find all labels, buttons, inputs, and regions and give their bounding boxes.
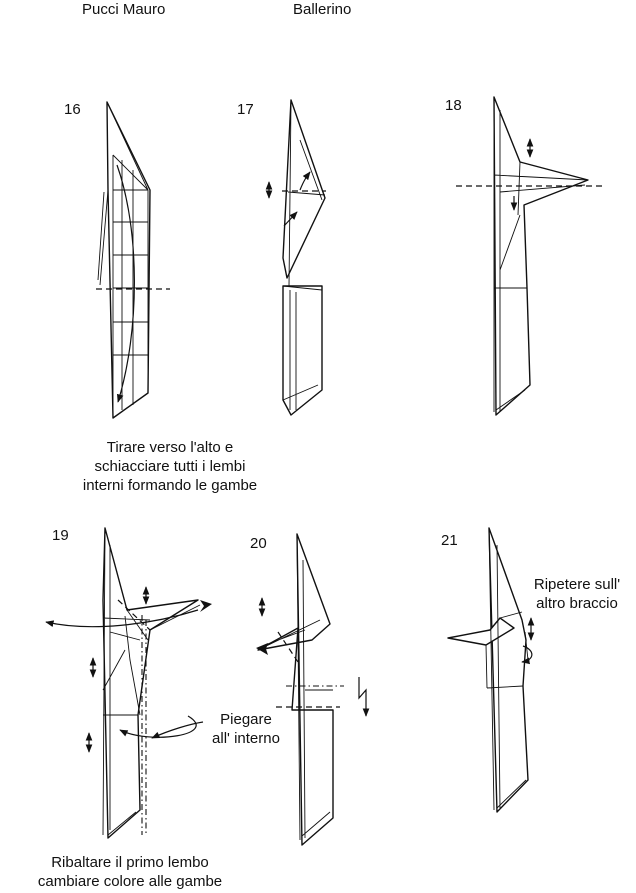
caption-piegare: Piegare all' interno [200, 710, 292, 748]
step-20-figure [256, 533, 370, 846]
model-name: Ballerino [293, 1, 352, 18]
caption-top: Tirare verso l'alto e schiacciare tutti … [40, 438, 300, 495]
step-17-figure [265, 99, 326, 416]
caption-top-line2: schiacciare tutti i lembi [94, 458, 246, 475]
step-number-16: 16 [64, 101, 81, 118]
step-number-17: 17 [237, 101, 254, 118]
caption-ripetere: Ripetere sull' altro braccio [521, 575, 633, 613]
caption-top-line3: interni formando le gambe [82, 477, 258, 494]
step-16-figure [96, 101, 170, 419]
step-18-figure [456, 96, 604, 416]
caption-bottom-line2: cambiare colore alle gambe [37, 873, 223, 890]
caption-bottom: Ribaltare il primo lembo cambiare colore… [0, 853, 260, 891]
caption-ripetere-line2: altro braccio [536, 595, 618, 612]
step-19-figure [45, 527, 212, 839]
caption-top-line1: Tirare verso l'alto e [106, 439, 234, 456]
step-number-20: 20 [250, 535, 267, 552]
caption-piegare-line2: all' interno [212, 730, 280, 747]
step-number-19: 19 [52, 527, 69, 544]
author-name: Pucci Mauro [82, 1, 166, 18]
step-number-18: 18 [445, 97, 462, 114]
caption-bottom-line1: Ribaltare il primo lembo [51, 854, 209, 871]
step-21-figure [447, 527, 535, 813]
caption-piegare-line1: Piegare [220, 711, 272, 728]
caption-ripetere-line1: Ripetere sull' [533, 576, 621, 593]
step-number-21: 21 [441, 532, 458, 549]
